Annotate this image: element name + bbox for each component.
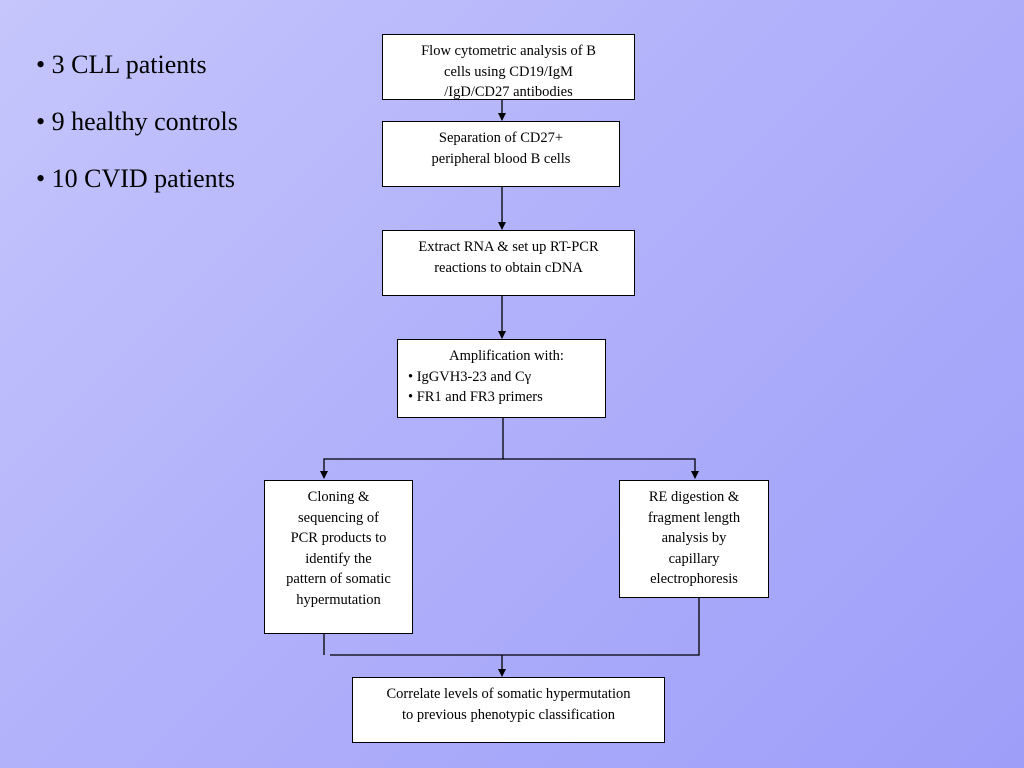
step-text-line: sequencing of: [298, 509, 379, 526]
step-text-line: to previous phenotypic classification: [401, 706, 616, 723]
step-text-line: • IgGVH3-23 and Cγ: [408, 368, 532, 385]
step-text-line: fragment length: [647, 509, 741, 526]
bullet-healthy-controls: • 9 healthy controls: [36, 107, 238, 136]
step-text-line: pattern of somatic: [286, 571, 391, 587]
step-text-line: analysis by: [661, 530, 727, 546]
step-text-line: Amplification with:: [449, 348, 564, 364]
step-text-line: Cloning &: [307, 489, 370, 505]
step-text-line: Separation of CD27+: [438, 130, 564, 146]
bullet-cll: • 3 CLL patients: [36, 50, 207, 79]
step-text-line: Extract RNA & set up RT-PCR: [418, 239, 599, 255]
split-connector-right: [503, 458, 699, 479]
step-text-line: identify the: [305, 550, 372, 567]
bullet-cvid: • 10 CVID patients: [36, 164, 236, 193]
step-text-line: cells using CD19/IgM: [444, 63, 573, 80]
step-text-line: /IgD/CD27 antibodies: [444, 84, 573, 100]
step-correlate: Correlate levels of somatic hypermutatio…: [352, 677, 665, 743]
step-text-line: • FR1 and FR3 primers: [408, 389, 543, 405]
step-text-line: reactions to obtain cDNA: [434, 259, 583, 276]
step-separation: Separation of CD27+ peripheral blood B c…: [382, 121, 620, 187]
step-text-line: PCR products to: [290, 530, 387, 546]
step-text-line: RE digestion &: [648, 489, 740, 505]
step-cloning-sequencing: Cloning & sequencing of PCR products to …: [264, 480, 413, 634]
step-text-line: capillary: [668, 550, 720, 567]
step-text-line: Flow cytometric analysis of B: [421, 43, 596, 59]
step-flow-cytometry: Flow cytometric analysis of B cells usin…: [382, 34, 635, 100]
merge-connector: [330, 598, 700, 656]
step-extract-rna: Extract RNA & set up RT-PCR reactions to…: [382, 230, 635, 296]
step-text-line: Correlate levels of somatic hypermutatio…: [386, 686, 631, 702]
patient-list: • 3 CLL patients • 9 healthy controls • …: [36, 36, 238, 207]
step-amplification: Amplification with: • IgGVH3-23 and Cγ •…: [397, 339, 606, 418]
step-re-digestion: RE digestion & fragment length analysis …: [619, 480, 769, 598]
step-text-line: hypermutation: [296, 591, 381, 608]
step-text-line: peripheral blood B cells: [431, 150, 571, 167]
split-connector: [320, 418, 504, 479]
step-text-line: electrophoresis: [650, 571, 738, 587]
